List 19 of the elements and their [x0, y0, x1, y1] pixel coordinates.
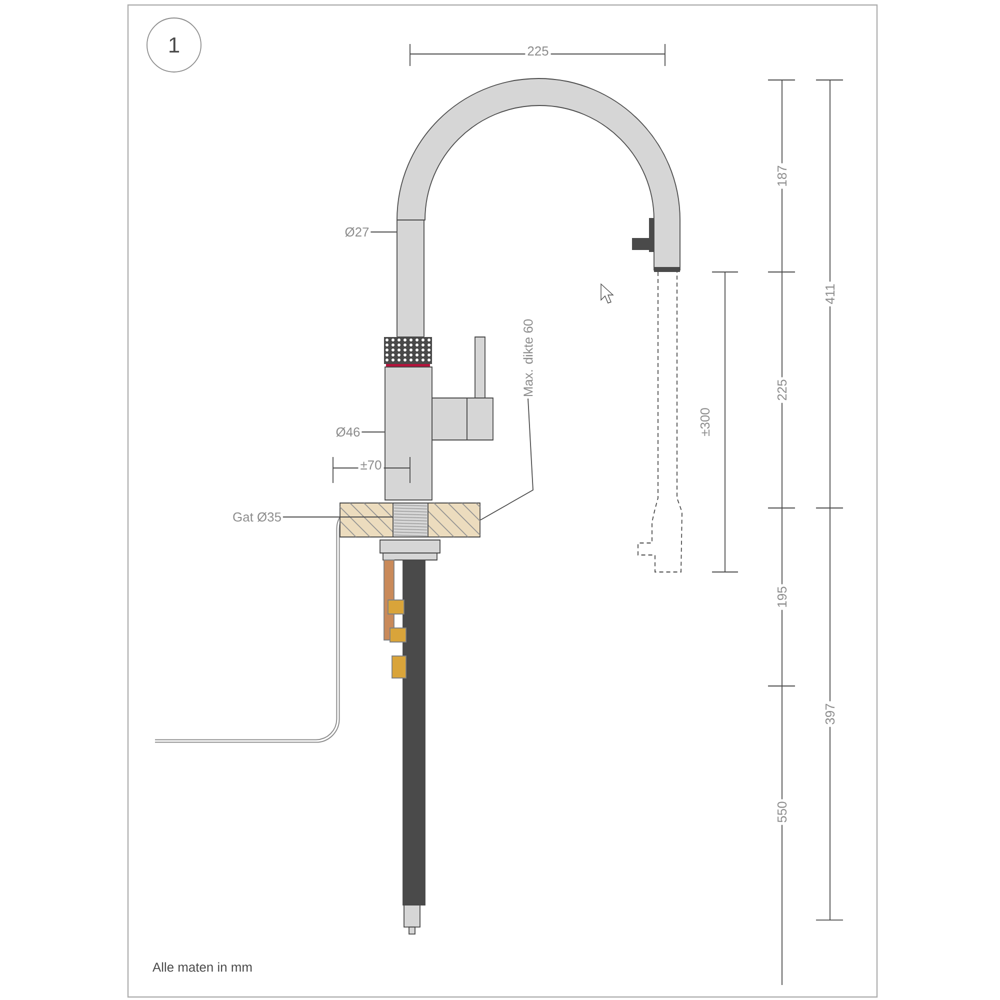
dimension-value: ±300	[700, 408, 710, 436]
dimension-label: Gat Ø35	[233, 512, 281, 522]
dimension-value: 187	[775, 163, 789, 189]
footnote: Alle maten in mm	[152, 962, 252, 972]
dimension-label: Max. dikte 60	[523, 319, 533, 396]
dimension-value: 550	[775, 799, 789, 825]
dimension-label: Ø46	[336, 427, 360, 437]
dimension-value: 225	[525, 44, 551, 58]
dimension-value: 397	[823, 701, 837, 727]
dimension-value: ±70	[358, 458, 384, 472]
mounting-hole	[392, 502, 428, 538]
dimension-value: 411	[824, 282, 836, 306]
dimension-value: 225	[775, 377, 789, 403]
spout-pipe	[396, 220, 424, 338]
dimension-label: Ø27	[345, 227, 369, 237]
leader-line	[480, 398, 534, 520]
leader-line	[282, 516, 393, 518]
callout-number: 1	[146, 18, 202, 72]
dimension-value: 195	[775, 584, 789, 610]
